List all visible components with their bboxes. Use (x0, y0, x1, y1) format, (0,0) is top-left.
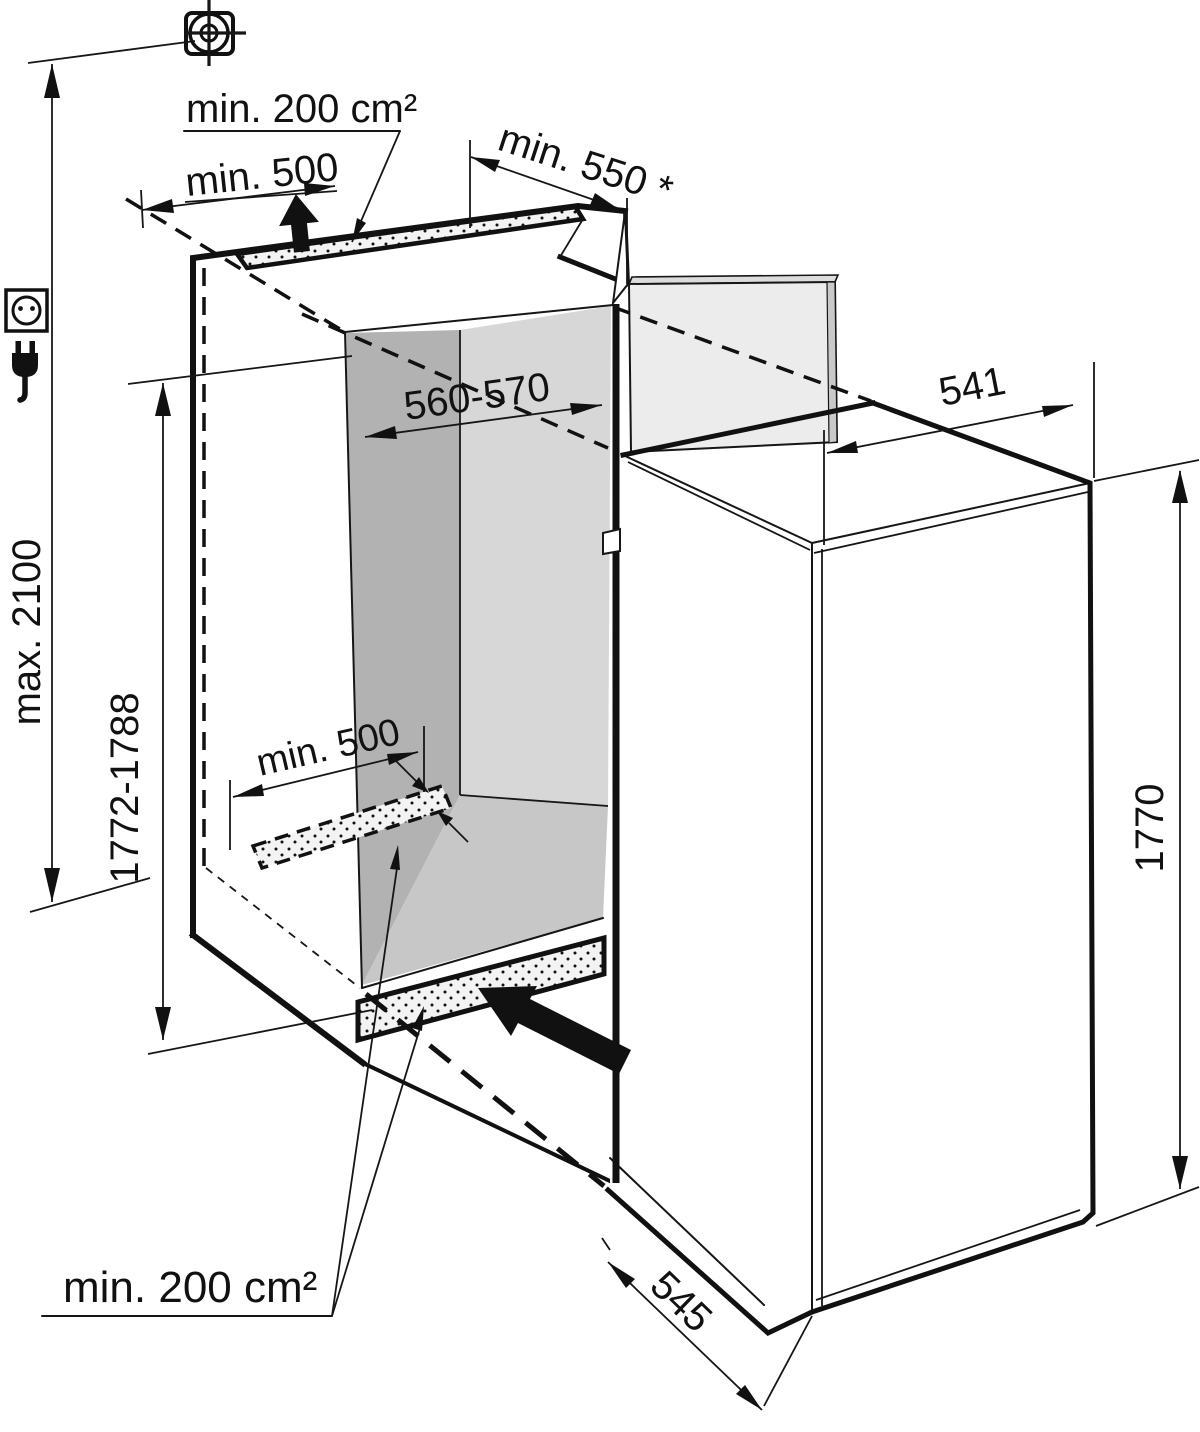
niche-height-label: 1772-1788 (103, 692, 147, 883)
power-socket-icon (4, 288, 49, 333)
depth-projection-line (612, 305, 872, 403)
dim-niche-height: 1772-1788 (103, 355, 373, 1055)
door-side-edge (826, 281, 838, 444)
top-vent-area-label: min. 200 cm² (186, 87, 417, 131)
rear-floor-vent-strip (250, 783, 454, 871)
niche-cabinet (125, 197, 632, 1188)
airflow-up-arrow (279, 194, 319, 253)
door-panel (627, 274, 840, 454)
power-plug-icon (12, 341, 38, 403)
ceiling-projection-line (125, 197, 344, 333)
appliance-unit (604, 399, 1096, 1336)
appliance-height-label: 1770 (1128, 784, 1172, 873)
ceiling-height-label: max. 2100 (5, 539, 49, 726)
appliance-left-side (610, 457, 812, 1333)
appliance-width-label: 541 (935, 359, 1009, 415)
niche-depth-label: min. 550 * (493, 116, 678, 214)
airflow-in-arrow (478, 986, 631, 1074)
drill-template-mark (184, 0, 246, 66)
niche-floor (362, 795, 608, 985)
label-bottom-vent-area: min. 200 cm² (41, 845, 424, 1317)
floor-projection-line (364, 992, 606, 1188)
top-clearance-label: min. 500 (183, 145, 340, 205)
bottom-vent-area-label: min. 200 cm² (63, 1263, 317, 1312)
label-top-vent-area: min. 200 cm² (183, 87, 417, 243)
appliance-front-face (812, 483, 1093, 1312)
dim-appliance-height: 1770 (1093, 459, 1200, 1227)
door-face (627, 280, 839, 454)
dim-ceiling-height: max. 2100 (5, 40, 196, 913)
